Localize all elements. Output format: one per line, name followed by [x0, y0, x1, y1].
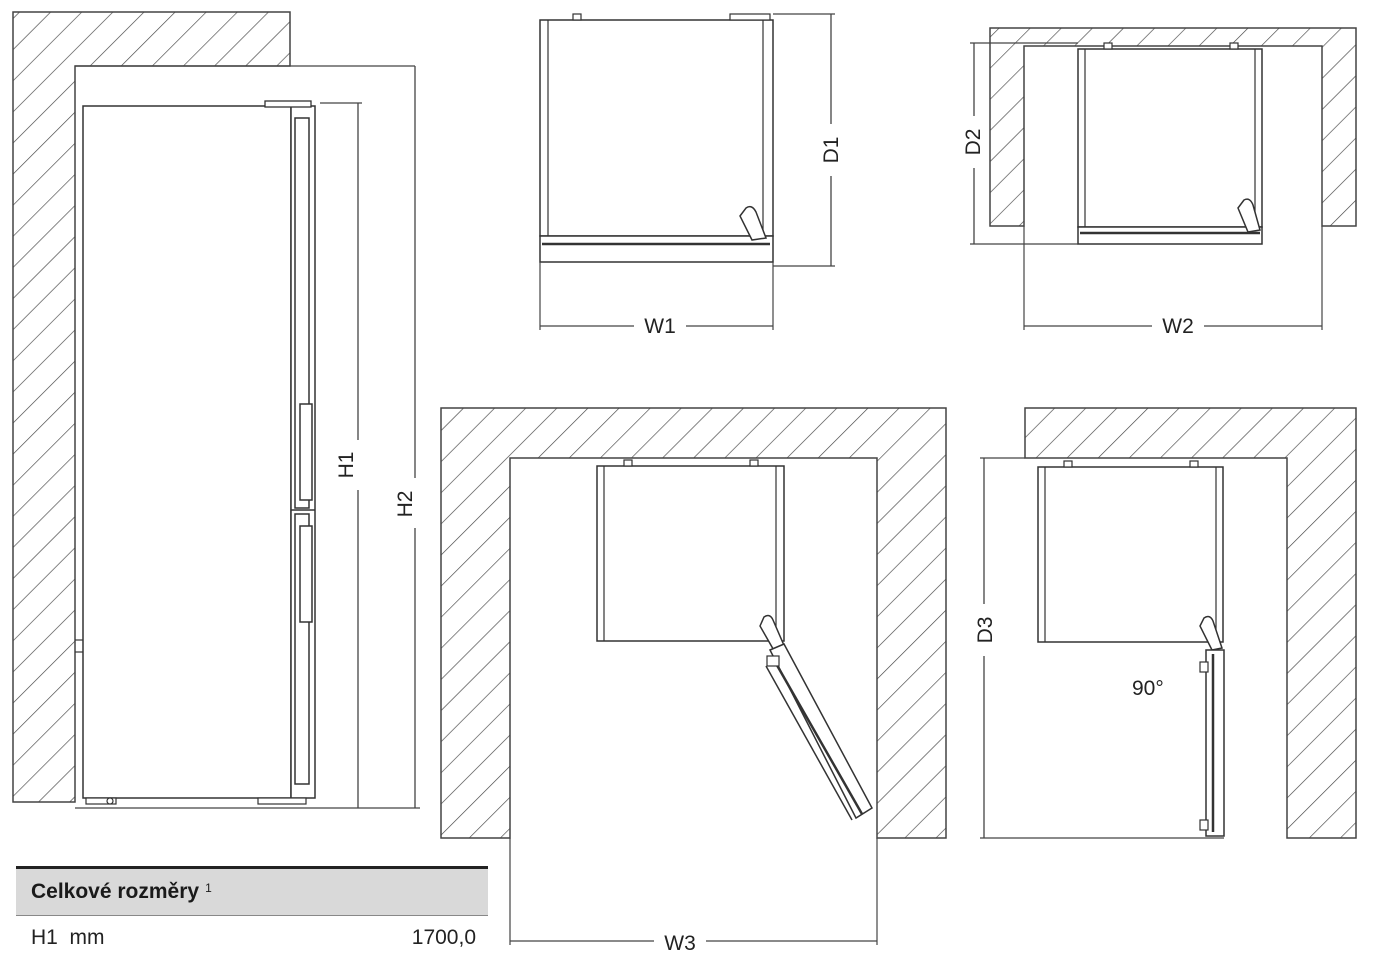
fridge-body-top-2 — [1077, 48, 1263, 228]
dim-label-w1: W1 — [644, 315, 676, 338]
fridge-door-open-3 — [768, 643, 873, 820]
fridge-body-top-3 — [596, 465, 785, 642]
dimensions-table: Celkové rozměry 1 H1 mm 1700,0 — [16, 866, 488, 960]
dim-label-w3: W3 — [664, 932, 696, 955]
side-view: H1 H2 — [12, 11, 420, 809]
wall-hatch-niche-2 — [989, 27, 1357, 227]
fridge-body-side — [82, 105, 292, 799]
top-view-w2-d2: D2 W2 — [958, 27, 1357, 338]
handle-top-1 — [739, 205, 768, 241]
handle-upper-side — [299, 403, 313, 501]
table-title: Celkové rozměry — [31, 880, 200, 903]
top-view-d3: 90° D3 — [968, 407, 1357, 839]
dim-label-h2: H2 — [394, 491, 417, 518]
row-value-h1: 1700,0 — [411, 926, 476, 949]
dim-label-w2: W2 — [1162, 315, 1194, 338]
table-header: Celkové rozměry 1 — [16, 866, 488, 915]
top-view-w1-d1: D1 W1 — [539, 13, 845, 338]
fridge-door-top-1 — [539, 235, 774, 263]
fridge-door-open-4 — [1205, 649, 1225, 837]
handle-top-2 — [1237, 198, 1261, 233]
dim-label-h1: H1 — [335, 452, 358, 479]
angle-label-90: 90° — [1132, 677, 1164, 700]
dim-label-d2: D2 — [962, 129, 985, 156]
top-view-w3: W3 — [440, 407, 947, 955]
fridge-door-top-2 — [1077, 226, 1263, 245]
fridge-body-top-4 — [1037, 466, 1224, 643]
handle-lower-side — [299, 525, 313, 623]
table-footnote: 1 — [205, 881, 212, 895]
handle-top-4 — [1199, 615, 1223, 651]
handle-top-3 — [759, 614, 787, 655]
row-label-h1: H1 mm — [31, 926, 105, 949]
wall-hatch-niche-3 — [440, 407, 947, 839]
dim-label-d1: D1 — [820, 137, 843, 164]
table-row: H1 mm 1700,0 — [16, 915, 488, 960]
dim-label-d3: D3 — [974, 617, 997, 644]
fridge-body-top-1 — [539, 19, 774, 237]
